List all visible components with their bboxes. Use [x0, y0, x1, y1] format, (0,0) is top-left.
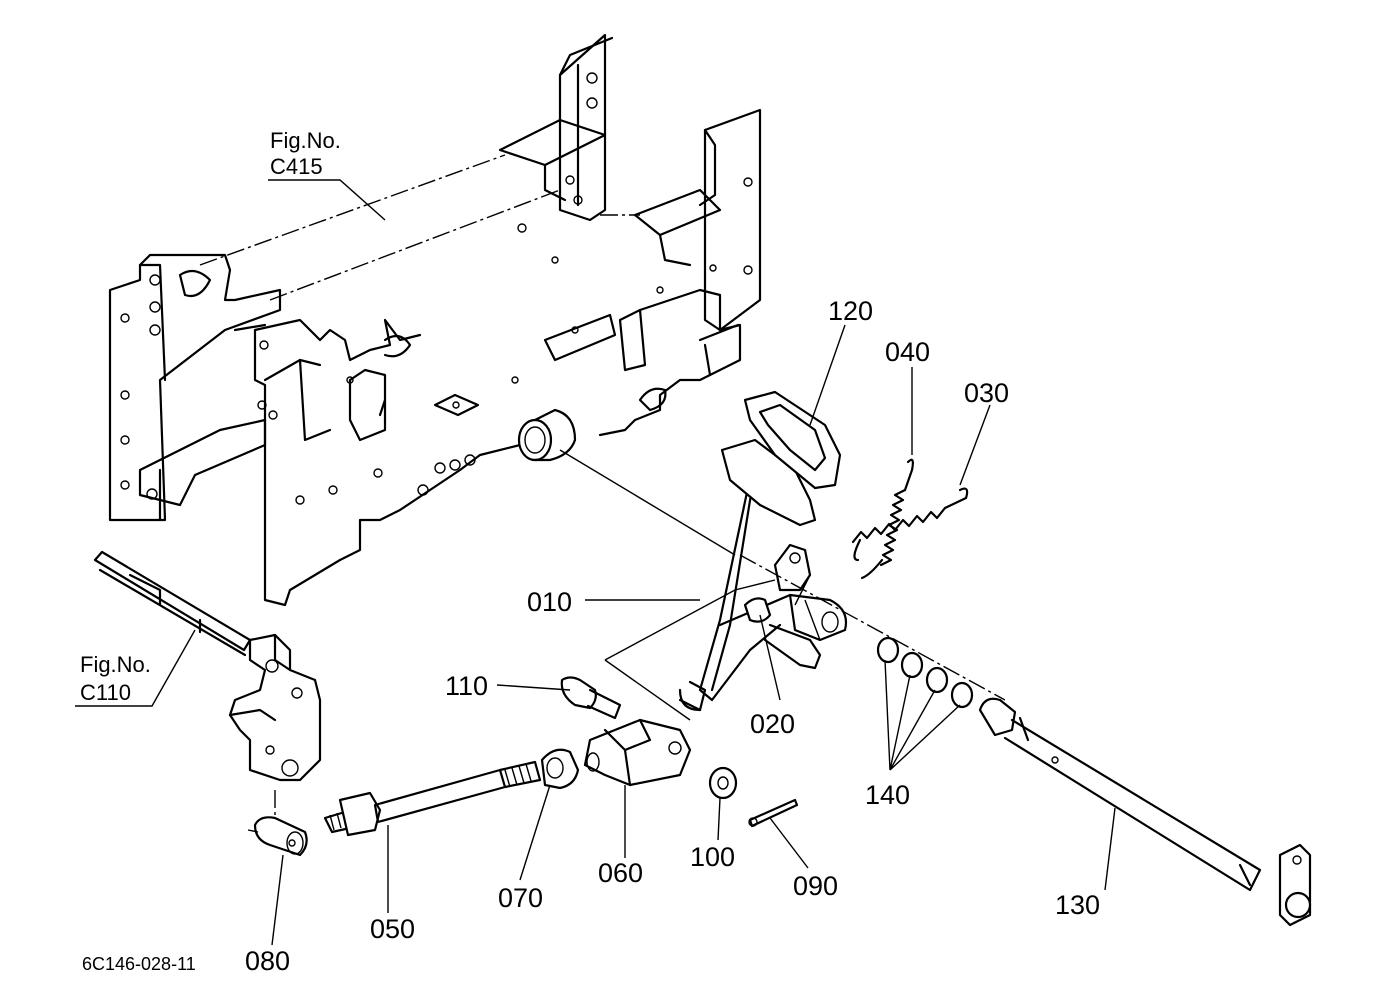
- label-030: 030: [964, 378, 1009, 408]
- clevis-pin-110: [560, 676, 622, 720]
- cross-shaft-130: [978, 697, 1312, 927]
- leader-lines: [75, 179, 1116, 946]
- ref-c415-line1: Fig.No.: [270, 128, 341, 153]
- label-110: 110: [445, 671, 488, 701]
- label-120: 120: [828, 296, 873, 326]
- label-130: 130: [1055, 890, 1100, 920]
- label-010: 010: [527, 587, 572, 617]
- spring-040: [853, 458, 914, 567]
- ref-c110-line1: Fig.No.: [80, 652, 151, 677]
- washer-100: [708, 766, 738, 800]
- pivot-link: [794, 574, 821, 641]
- label-060: 060: [598, 858, 643, 888]
- pedal-arm-010: [559, 438, 848, 721]
- label-050: 050: [370, 914, 415, 944]
- ref-c110-line2: C110: [80, 680, 131, 705]
- drawing-code: 6C146-028-11: [82, 954, 196, 974]
- label-070: 070: [498, 883, 543, 913]
- label-040: 040: [885, 337, 930, 367]
- pedal-pad-120: [743, 390, 842, 490]
- cotter-pin-090: [748, 798, 799, 828]
- frame-assembly: [108, 33, 762, 607]
- label-080: 080: [245, 946, 290, 976]
- ref-c415-line2: C415: [270, 154, 323, 179]
- shims-140: [876, 636, 974, 709]
- figure-reference-c110: Fig.No. C110: [80, 652, 151, 705]
- pin-bushing-080: [247, 816, 308, 857]
- linkage-shaft-c110: [93, 550, 322, 815]
- label-100: 100: [690, 842, 735, 872]
- label-020: 020: [750, 709, 795, 739]
- label-140: 140: [865, 780, 910, 810]
- figure-reference-c415: Fig.No. C415: [270, 128, 341, 179]
- label-090: 090: [793, 871, 838, 901]
- lock-nut-070: [540, 748, 580, 790]
- spring-030: [851, 487, 969, 580]
- yoke-060: [583, 718, 692, 787]
- threaded-rod-050: [323, 760, 542, 837]
- shaft-axis: [739, 554, 1006, 701]
